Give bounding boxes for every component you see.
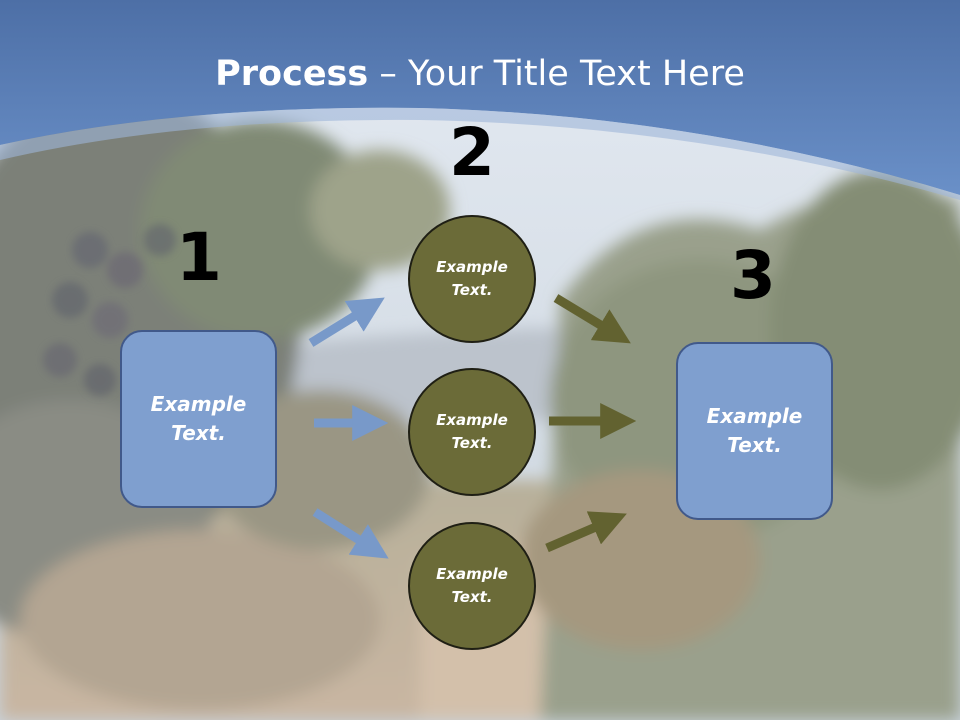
step-3-text: Example Text. <box>706 404 803 457</box>
title-rest: – Your Title Text Here <box>368 54 745 94</box>
title-bold: Process <box>215 54 369 94</box>
step-3-box: Example Text. <box>676 342 833 520</box>
step-1-text: Example Text. <box>150 392 247 445</box>
step-2-circle-3-text: Example Text. <box>436 565 508 606</box>
step-2-circle-2: Example Text. <box>408 368 536 496</box>
step-2-circle-1-text: Example Text. <box>436 258 508 299</box>
step-2-circle-3: Example Text. <box>408 522 536 650</box>
step-2-circle-1: Example Text. <box>408 215 536 343</box>
step-2-circle-2-text: Example Text. <box>436 411 508 452</box>
step-1-box: Example Text. <box>120 330 277 508</box>
step-3-number: 3 <box>730 237 776 314</box>
slide-title: Process – Your Title Text Here <box>0 52 960 96</box>
step-2-number: 2 <box>449 114 495 191</box>
step-1-number: 1 <box>176 219 222 296</box>
